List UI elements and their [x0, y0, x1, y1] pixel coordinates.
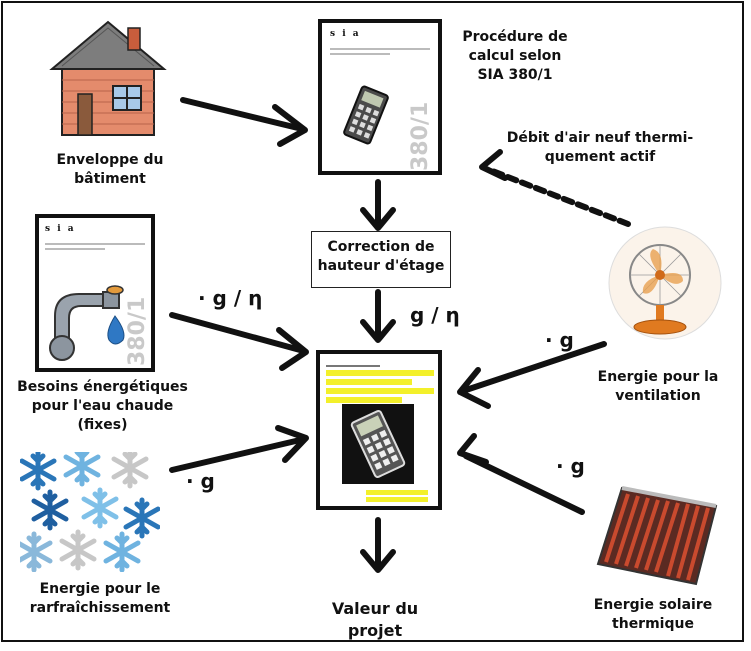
label-ventilation: Energie pour la ventilation — [588, 368, 728, 406]
label-solaire-line1: Energie solaire — [593, 597, 713, 613]
label-debit-line2: quement actif — [544, 149, 656, 165]
solar-panel-icon — [596, 486, 718, 586]
label-correction-line2: hauteur d'étage — [317, 258, 445, 274]
label-besoins: Besoins énergétiques pour l'eau chaude (… — [10, 378, 195, 435]
label-procedure-line3: SIA 380/1 — [477, 67, 553, 83]
doc-header-lines — [330, 45, 430, 58]
label-ventilation-line1: Energie pour la — [597, 369, 719, 385]
arrow-solaire-to-form — [463, 453, 585, 515]
label-solaire-line2: thermique — [612, 616, 694, 632]
label-debit-line1: Débit d'air neuf thermi- — [506, 130, 694, 146]
label-solaire: Energie solaire thermique — [578, 596, 728, 634]
form-lines-bottom — [366, 488, 428, 504]
arrowheads — [272, 104, 508, 573]
factor-rafraich: · g — [186, 469, 215, 493]
label-procedure: Procédure de calcul selon SIA 380/1 — [450, 28, 580, 85]
label-debit: Débit d'air neuf thermi- quement actif — [500, 129, 700, 167]
fan-icon — [608, 226, 722, 340]
label-besoins-line3: (fixes) — [77, 417, 128, 433]
label-procedure-line2: calcul selon — [468, 48, 562, 64]
label-enveloppe-line2: bâtiment — [74, 171, 146, 187]
form-lines — [326, 362, 434, 406]
arrow-rafraich-to-form — [169, 437, 303, 473]
label-procedure-line1: Procédure de — [462, 29, 568, 45]
factor-eau-chaude: · g / η — [198, 286, 263, 310]
label-ventilation-line2: ventilation — [615, 388, 701, 404]
sia-logo: s i a — [330, 29, 361, 39]
label-enveloppe: Enveloppe du bâtiment — [40, 151, 180, 189]
label-correction-line1: Correction de — [327, 239, 435, 255]
arrow-ventilation-to-form — [463, 341, 607, 393]
label-rafraich-line1: Energie pour le — [39, 581, 161, 597]
factor-solaire: · g — [556, 454, 585, 478]
correction-box: Correction de hauteur d'étage — [311, 231, 451, 288]
label-besoins-line2: pour l'eau chaude — [31, 398, 174, 414]
label-enveloppe-line1: Enveloppe du — [56, 152, 164, 168]
label-valeur: Valeur du projet — [310, 598, 440, 642]
label-valeur-line1: Valeur du — [331, 599, 419, 618]
label-rafraich: Energie pour le rarfraîchissement — [20, 580, 180, 618]
project-calculation-form — [316, 350, 442, 510]
arrow-eau-to-form — [169, 312, 303, 353]
diagram-frame — [1, 1, 744, 642]
hot-water-document: s i a 380/1 — [35, 214, 155, 372]
label-valeur-line2: projet — [347, 621, 403, 640]
calculator-icon-center — [350, 410, 406, 478]
doc-header-lines-left — [45, 240, 145, 253]
sia-380-document: s i a 380/1 — [318, 19, 442, 175]
faucet-icon — [49, 285, 125, 361]
label-besoins-line1: Besoins énergétiques — [17, 379, 188, 395]
house-icon — [49, 20, 167, 136]
arrow-debit-dashed — [487, 167, 631, 227]
arrow-house-to-procedure — [180, 97, 301, 131]
calculator-icon — [343, 85, 389, 145]
label-rafraich-line2: rarfraîchissement — [29, 600, 171, 616]
factor-ventilation: · g — [545, 328, 574, 352]
calculator-panel — [342, 404, 414, 484]
sia-logo-left: s i a — [45, 224, 76, 234]
factor-correction: g / η — [410, 303, 460, 327]
